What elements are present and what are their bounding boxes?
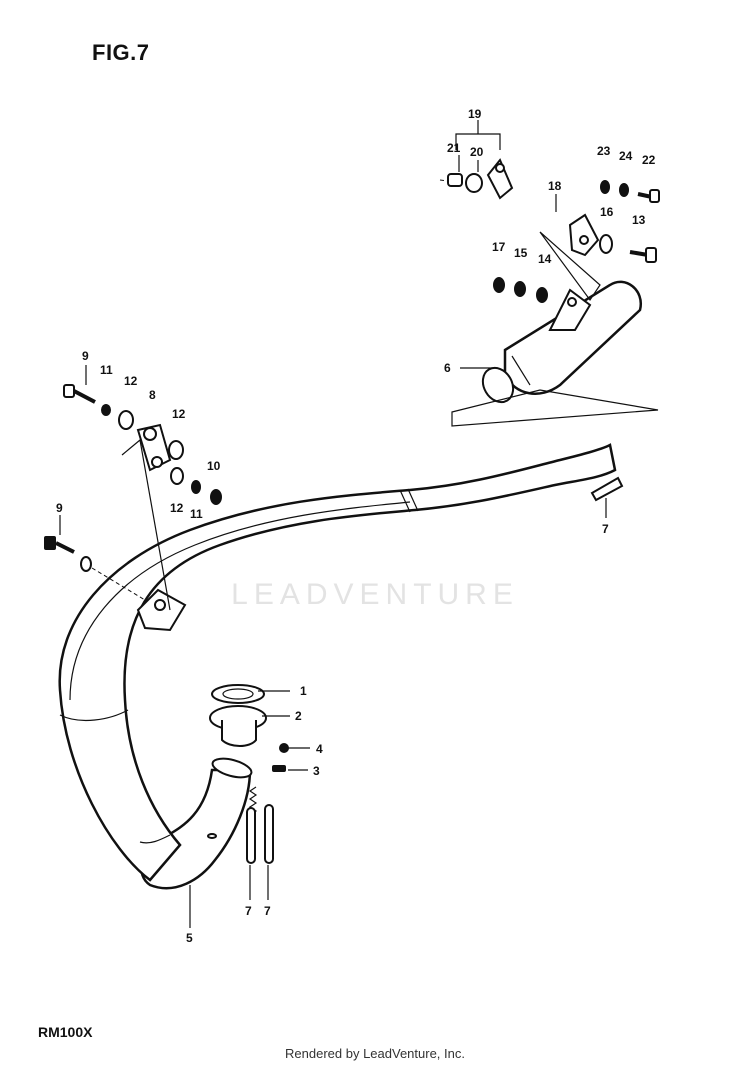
spring-7-silencer[interactable] [590,476,624,502]
callout-21: 21 [447,141,461,155]
callout-12c: 12 [170,501,184,515]
callout-13: 13 [632,213,646,227]
callout-1: 1 [300,684,307,698]
nut-23[interactable] [600,180,610,194]
callout-17: 17 [492,240,506,254]
callout-16: 16 [600,205,614,219]
mount-19-assembly[interactable] [439,133,514,200]
callout-12a: 12 [124,374,138,388]
callout-5: 5 [186,931,193,945]
callout-3: 3 [313,764,320,778]
gasket-1[interactable] [211,684,265,704]
callout-12b: 12 [172,407,186,421]
nut-11-lower[interactable] [191,480,201,494]
callout-18: 18 [548,179,562,193]
exhaust-pipe[interactable] [58,443,617,890]
callout-7b: 7 [264,904,271,918]
bolt-3[interactable] [272,765,286,772]
spring-7-right[interactable] [264,804,274,864]
callout-24: 24 [619,149,633,163]
spring-7-left[interactable] [246,786,258,864]
bolt-9-lower[interactable] [44,536,92,572]
nut-17[interactable] [493,277,505,293]
washer-12-mid[interactable] [168,440,184,460]
bracket-18[interactable] [568,213,600,257]
washer-12-lower[interactable] [170,467,184,485]
washer-12-upper[interactable] [118,410,134,430]
watermark: LEADVENTURE [231,578,519,611]
callout-20: 20 [470,145,484,159]
callout-11a: 11 [100,363,113,377]
washer-16[interactable] [599,234,613,254]
callout-22: 22 [642,153,656,167]
callout-labels: 1 2 4 3 5 6 7 7 7 8 9 9 10 11 11 12 12 1… [56,107,656,945]
pipe-mount-bracket[interactable] [136,588,187,632]
bolt-13[interactable] [629,247,657,263]
callout-4: 4 [316,742,323,756]
callout-11b: 11 [190,507,203,521]
callout-15: 15 [514,246,528,260]
credit-line: Rendered by LeadVenture, Inc. [285,1046,465,1061]
callout-9a: 9 [82,349,89,363]
bolt-22[interactable] [637,189,660,203]
model-label: RM100X [38,1024,93,1040]
nut-4[interactable] [279,743,289,753]
gasket-2[interactable] [209,705,267,747]
callout-8: 8 [149,388,156,402]
callout-10: 10 [207,459,221,473]
nut-10[interactable] [210,489,222,505]
bracket-8[interactable] [136,423,172,472]
callout-23: 23 [597,144,611,158]
callout-leaders [59,120,607,928]
washer-14[interactable] [536,287,548,303]
callout-7c: 7 [602,522,609,536]
callout-6: 6 [444,361,451,375]
callout-2: 2 [295,709,302,723]
bolt-9-upper[interactable] [63,384,96,404]
figure-title: FIG.7 [92,40,150,65]
callout-7a: 7 [245,904,252,918]
callout-9b: 9 [56,501,63,515]
washer-24[interactable] [619,183,629,197]
callout-19: 19 [468,107,482,121]
silencer[interactable] [477,280,643,408]
callout-14: 14 [538,252,552,266]
nut-15[interactable] [514,281,526,297]
nut-11-upper[interactable] [101,404,111,416]
